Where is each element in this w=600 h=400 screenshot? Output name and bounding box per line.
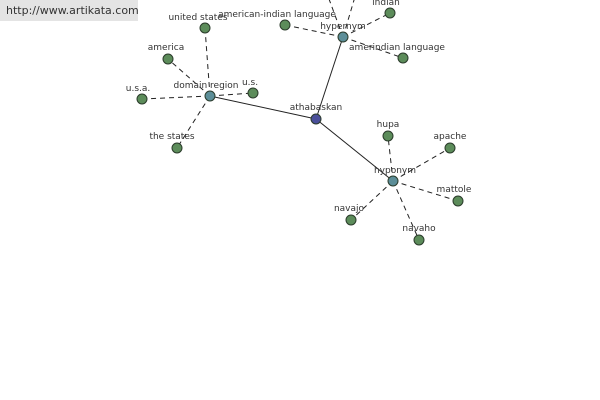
- node-label-america[interactable]: america: [148, 43, 184, 53]
- node-label-usa[interactable]: u.s.a.: [126, 84, 151, 94]
- node-label-american-indian-language[interactable]: american-indian language: [218, 10, 336, 20]
- node-label-united-states[interactable]: united states: [168, 13, 227, 23]
- node-navaho[interactable]: [413, 234, 425, 246]
- graph-edges: [141, 0, 459, 241]
- node-label-navajo[interactable]: navajo: [334, 204, 365, 214]
- edge-hypernym-offscreen-a: [328, 0, 344, 38]
- edge-athabaskan-hypernym: [315, 36, 344, 120]
- edge-athabaskan-hyponym: [315, 118, 394, 182]
- edge-hypernym-american-indian-language: [284, 24, 344, 38]
- edge-domain-region-us: [209, 92, 254, 97]
- edge-hyponym-mattole: [392, 180, 459, 202]
- node-label-hypernym[interactable]: hypernym: [320, 22, 366, 32]
- node-indian[interactable]: [384, 7, 396, 19]
- graph-nodes: [136, 7, 464, 246]
- node-label-mattole[interactable]: mattole: [437, 185, 472, 195]
- node-label-hyponym[interactable]: hyponym: [374, 166, 416, 176]
- node-label-navaho[interactable]: navaho: [402, 224, 436, 234]
- edge-athabaskan-domain-region: [209, 95, 317, 120]
- edge-hyponym-navaho: [392, 180, 420, 241]
- edge-hypernym-offscreen-b: [342, 0, 355, 38]
- node-label-athabaskan[interactable]: athabaskan: [290, 103, 342, 113]
- edge-domain-region-america: [167, 58, 211, 97]
- node-us[interactable]: [247, 87, 259, 99]
- edge-hyponym-navajo: [350, 180, 394, 221]
- site-url-watermark[interactable]: http://www.artikata.com: [0, 0, 138, 21]
- node-amerindian-language[interactable]: [397, 52, 409, 64]
- edge-hyponym-hupa: [387, 135, 394, 182]
- node-apache[interactable]: [444, 142, 456, 154]
- edge-domain-region-united-states: [204, 27, 211, 97]
- node-domain-region[interactable]: [204, 90, 216, 102]
- graph-labels: athabaskan hypernym domain region hyponym am…: [126, 0, 472, 234]
- node-hupa[interactable]: [382, 130, 394, 142]
- edge-hypernym-amerindian-language: [342, 36, 404, 59]
- node-american-indian-language[interactable]: [279, 19, 291, 31]
- node-hypernym[interactable]: [337, 31, 349, 43]
- edge-hyponym-apache: [392, 147, 451, 182]
- node-label-indian[interactable]: indian: [372, 0, 400, 8]
- node-label-domain-region[interactable]: domain region: [173, 81, 238, 91]
- node-label-hupa[interactable]: hupa: [377, 120, 400, 130]
- node-label-the-states[interactable]: the states: [149, 132, 194, 142]
- node-united-states[interactable]: [199, 22, 211, 34]
- node-america[interactable]: [162, 53, 174, 65]
- node-label-us[interactable]: u.s.: [242, 78, 258, 88]
- node-usa[interactable]: [136, 93, 148, 105]
- node-mattole[interactable]: [452, 195, 464, 207]
- node-athabaskan[interactable]: [310, 113, 322, 125]
- node-the-states[interactable]: [171, 142, 183, 154]
- node-navajo[interactable]: [345, 214, 357, 226]
- node-label-apache[interactable]: apache: [434, 132, 467, 142]
- edge-domain-region-the-states: [176, 95, 211, 149]
- node-label-amerindian-language[interactable]: amerindian language: [349, 43, 445, 53]
- edge-domain-region-usa: [141, 95, 211, 100]
- node-hyponym[interactable]: [387, 175, 399, 187]
